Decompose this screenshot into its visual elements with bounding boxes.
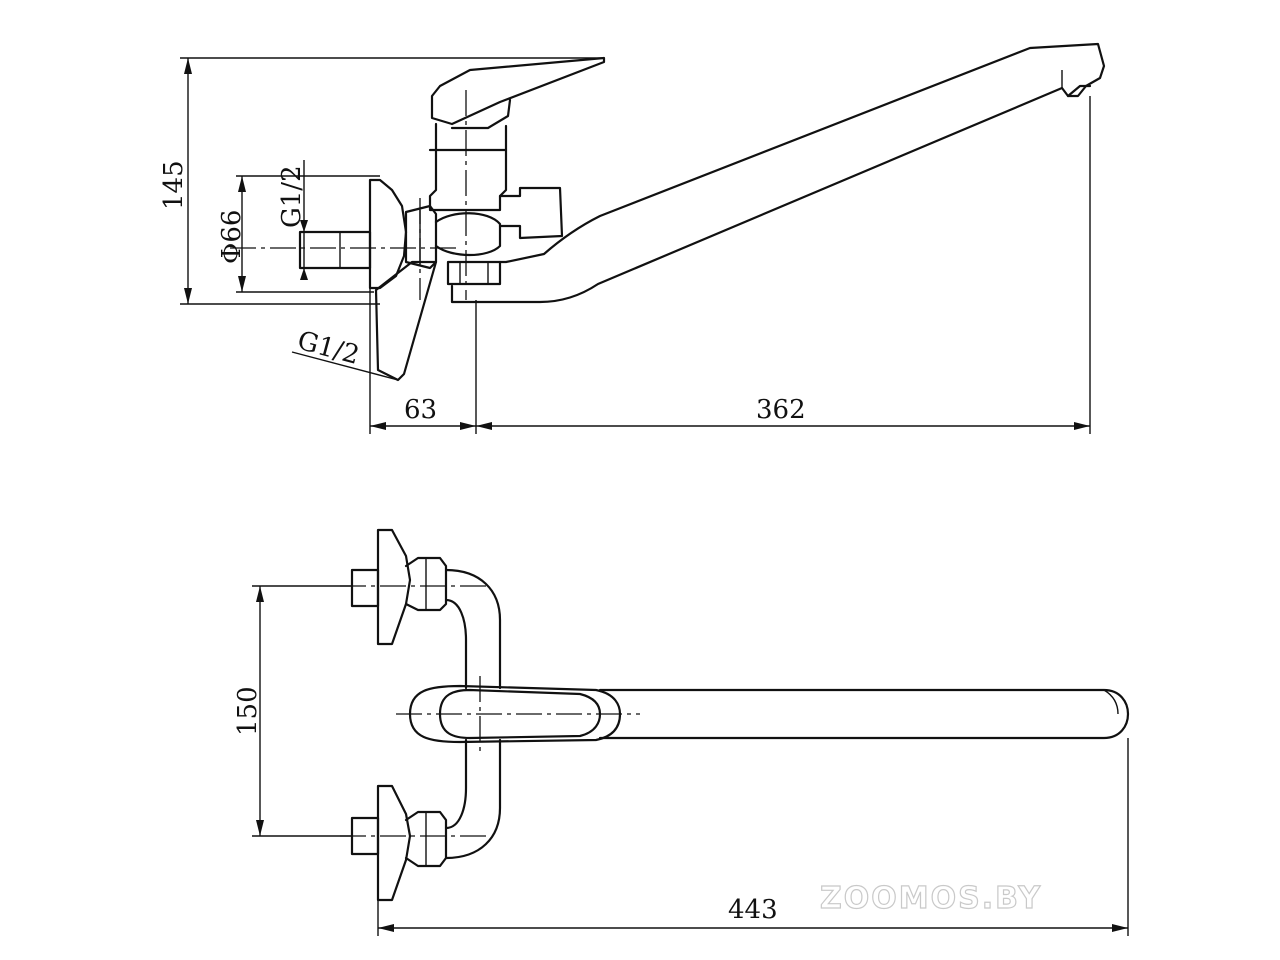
outlet-nut xyxy=(446,260,502,286)
dim-443-label: 443 xyxy=(728,895,778,925)
upper-flange xyxy=(376,528,412,646)
diverter-knob xyxy=(498,186,564,240)
dim-150-label: 150 xyxy=(233,686,263,736)
spout-top xyxy=(598,688,1130,740)
lower-flange xyxy=(376,784,412,902)
eccentric-connector xyxy=(298,230,372,270)
dim-diameter-label: Φ66 xyxy=(217,210,247,264)
thread-top-label: G1/2 xyxy=(277,165,307,228)
dim-145-label: 145 xyxy=(159,160,189,210)
watermark-text: ZOOMOS.BY xyxy=(820,881,1042,916)
mixer-body xyxy=(444,568,502,860)
side-view: 145 Φ66 G1/2 G1/2 63 362 xyxy=(159,42,1106,434)
inlet-pipe xyxy=(374,260,438,382)
spout xyxy=(450,42,1106,304)
inlet-nut xyxy=(404,204,438,270)
top-view: 150 443 xyxy=(233,528,1130,936)
thread-inlet-label: G1/2 xyxy=(294,326,362,371)
cartridge-body xyxy=(428,122,508,212)
dim-362-label: 362 xyxy=(756,395,806,425)
dim-63-label: 63 xyxy=(404,395,437,425)
lever-handle xyxy=(430,56,606,126)
